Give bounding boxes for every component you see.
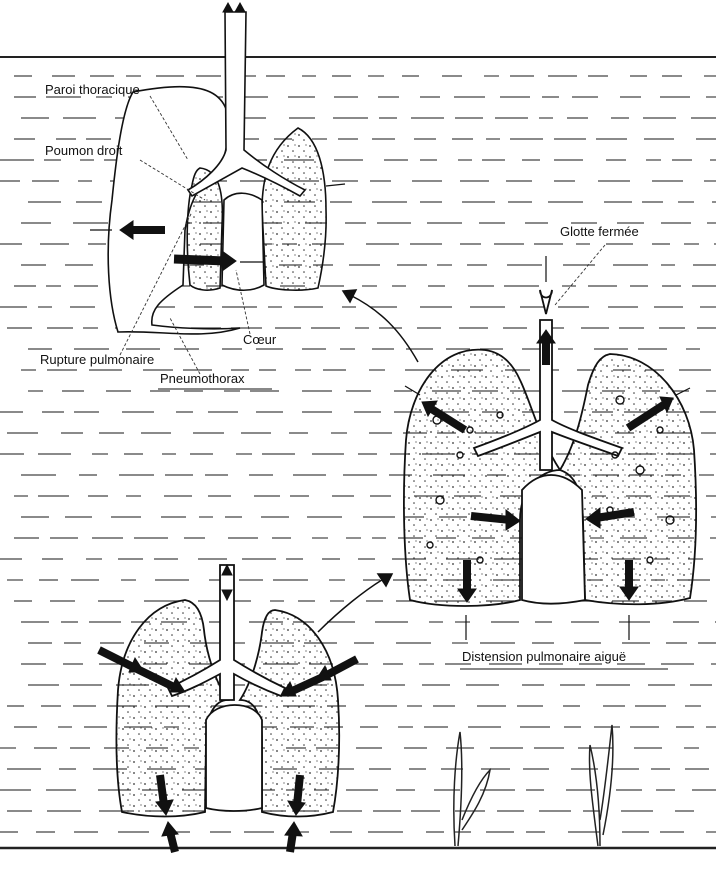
glotte-label: Glotte fermée (560, 224, 639, 239)
seaweed-right (589, 725, 612, 846)
coeur-label: Cœur (243, 332, 277, 347)
poumon-label: Poumon droit (45, 143, 123, 158)
paroi-label: Paroi thoracique (45, 82, 140, 97)
heart-top (222, 193, 264, 290)
seaweed-left (454, 732, 490, 846)
glotte-leader (555, 245, 605, 305)
pneumothorax-lungs (108, 12, 326, 334)
left-lung-top (262, 128, 326, 290)
heart-right (522, 475, 585, 604)
rupture-label: Rupture pulmonaire (40, 352, 154, 367)
sequence-arrows (318, 290, 418, 632)
distension-label: Distension pulmonaire aiguë (462, 649, 626, 664)
glottis (540, 290, 552, 314)
heart-bottom (206, 705, 262, 811)
pneumothorax-label: Pneumothorax (160, 371, 245, 386)
normal-lungs (116, 565, 339, 817)
